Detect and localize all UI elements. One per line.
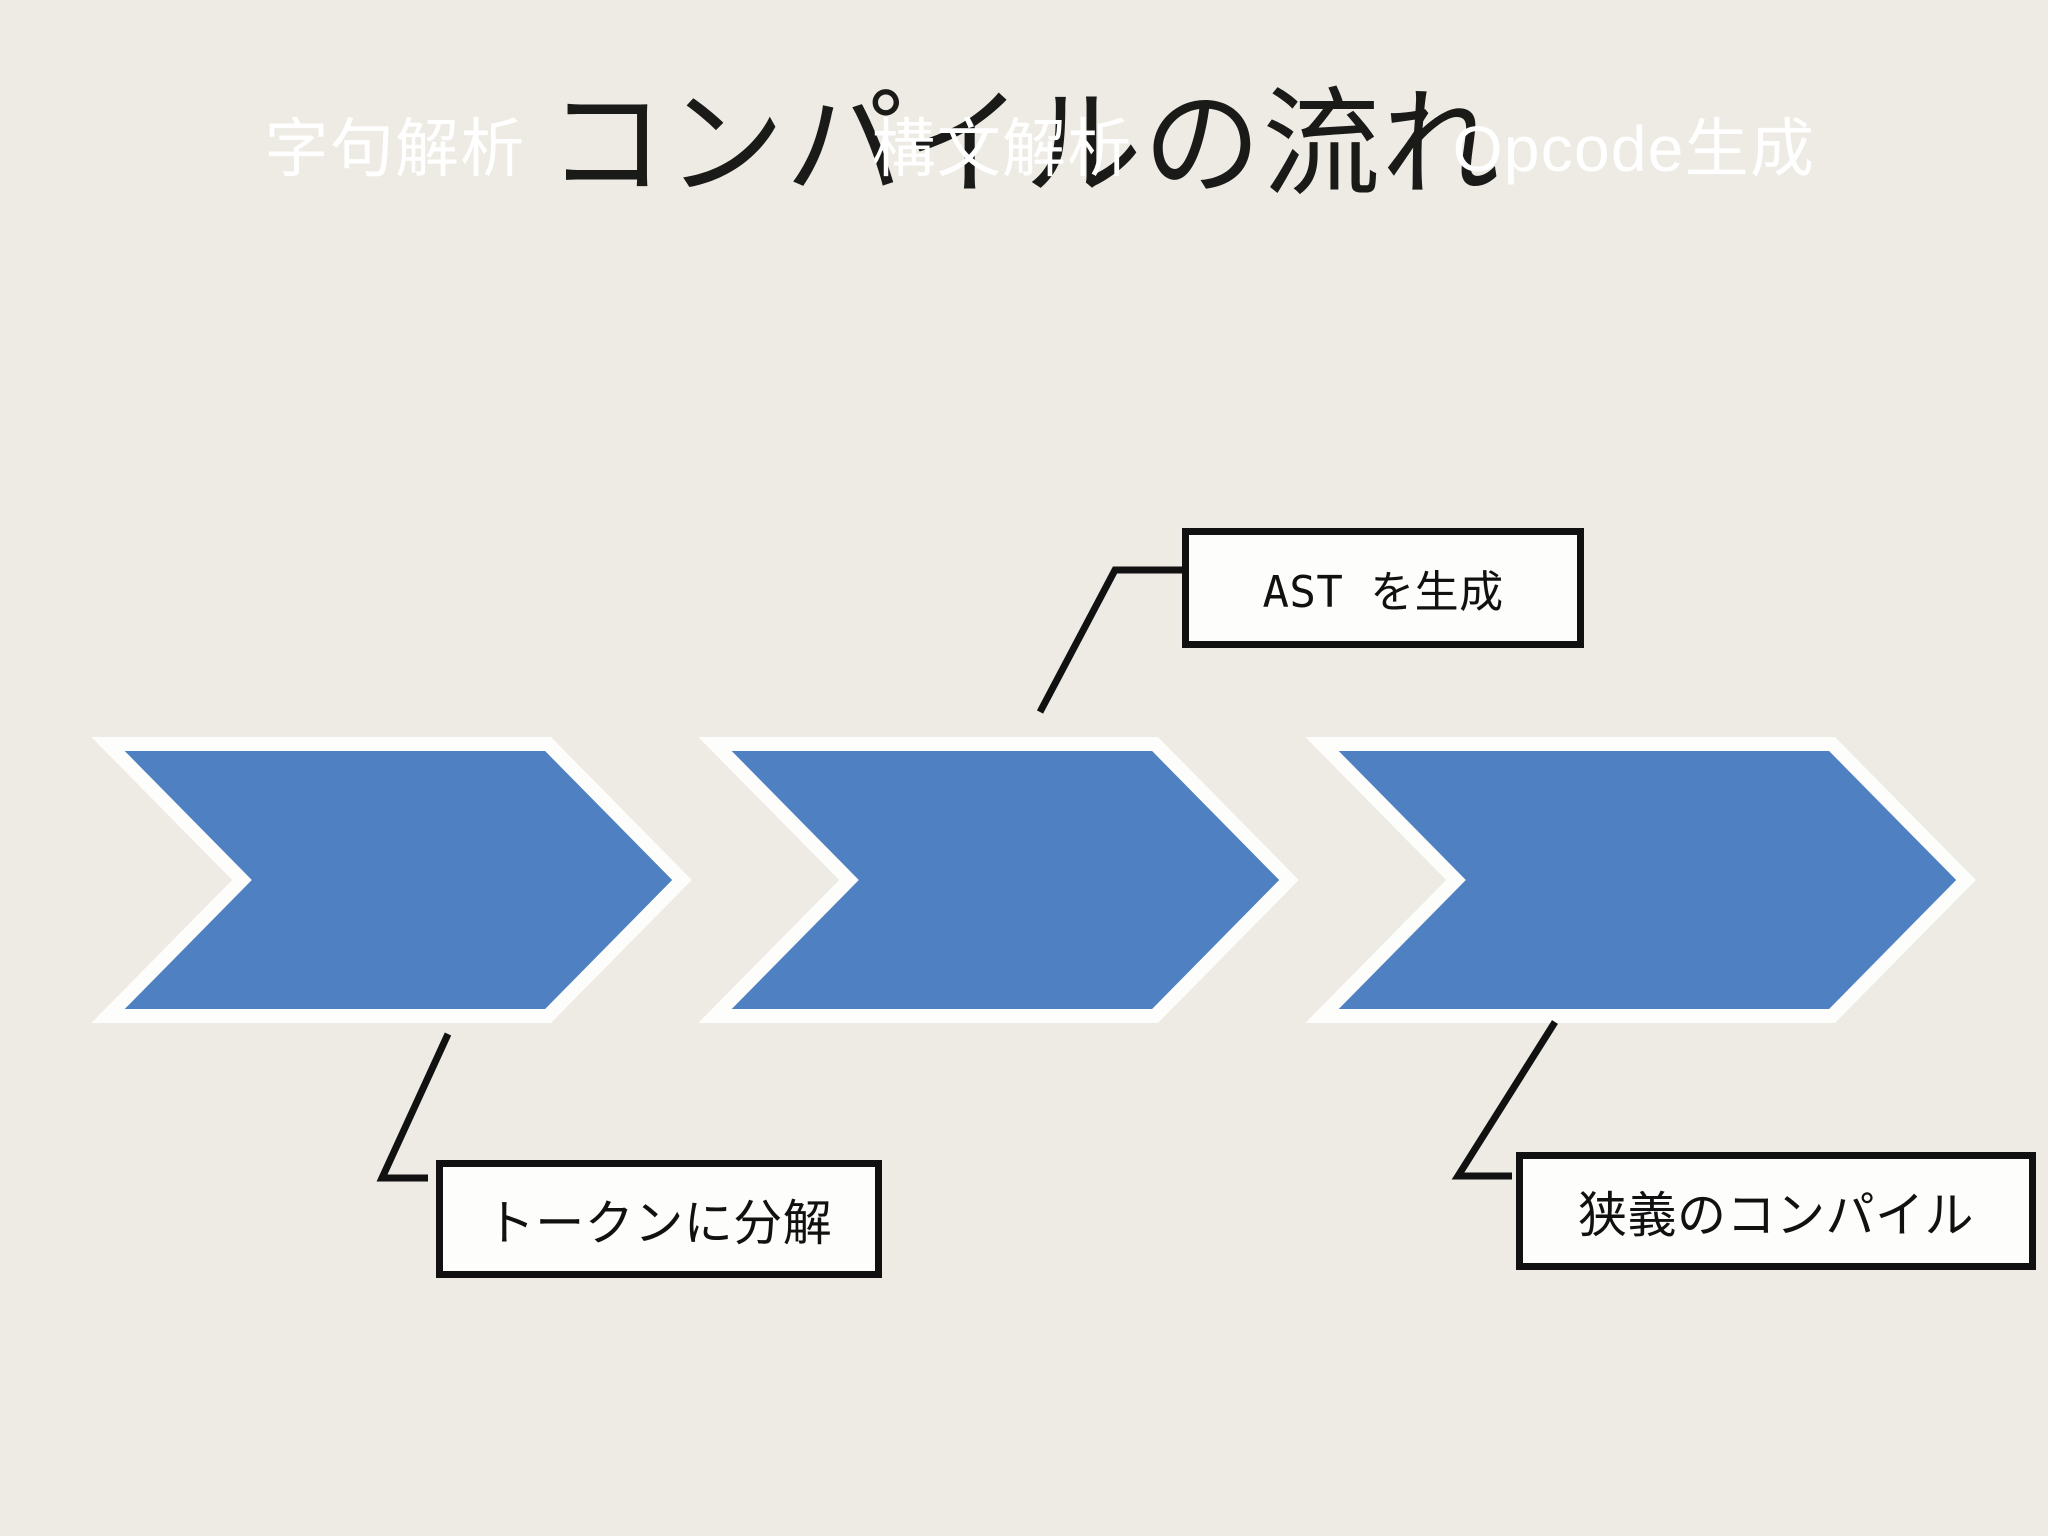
callout-token-label: トークンに分解 <box>485 1196 833 1251</box>
callout-compile-label: 狭義のコンパイル <box>1578 1188 1974 1243</box>
callout-compile: 狭義のコンパイル <box>1516 1152 2036 1270</box>
callout-ast-label: AST を生成 <box>1262 567 1504 618</box>
process-step-3[interactable] <box>1305 736 1976 1024</box>
leader-line-compile <box>1451 1020 1558 1180</box>
page-title: コンパイルの流れ <box>547 79 1501 211</box>
leader-line-ast <box>1036 566 1188 714</box>
callout-token: トークンに分解 <box>436 1160 882 1278</box>
leader-line-token <box>376 1032 452 1182</box>
process-step-1[interactable] <box>91 736 692 1024</box>
process-step-2[interactable] <box>698 736 1299 1024</box>
callout-ast: AST を生成 <box>1182 528 1584 648</box>
